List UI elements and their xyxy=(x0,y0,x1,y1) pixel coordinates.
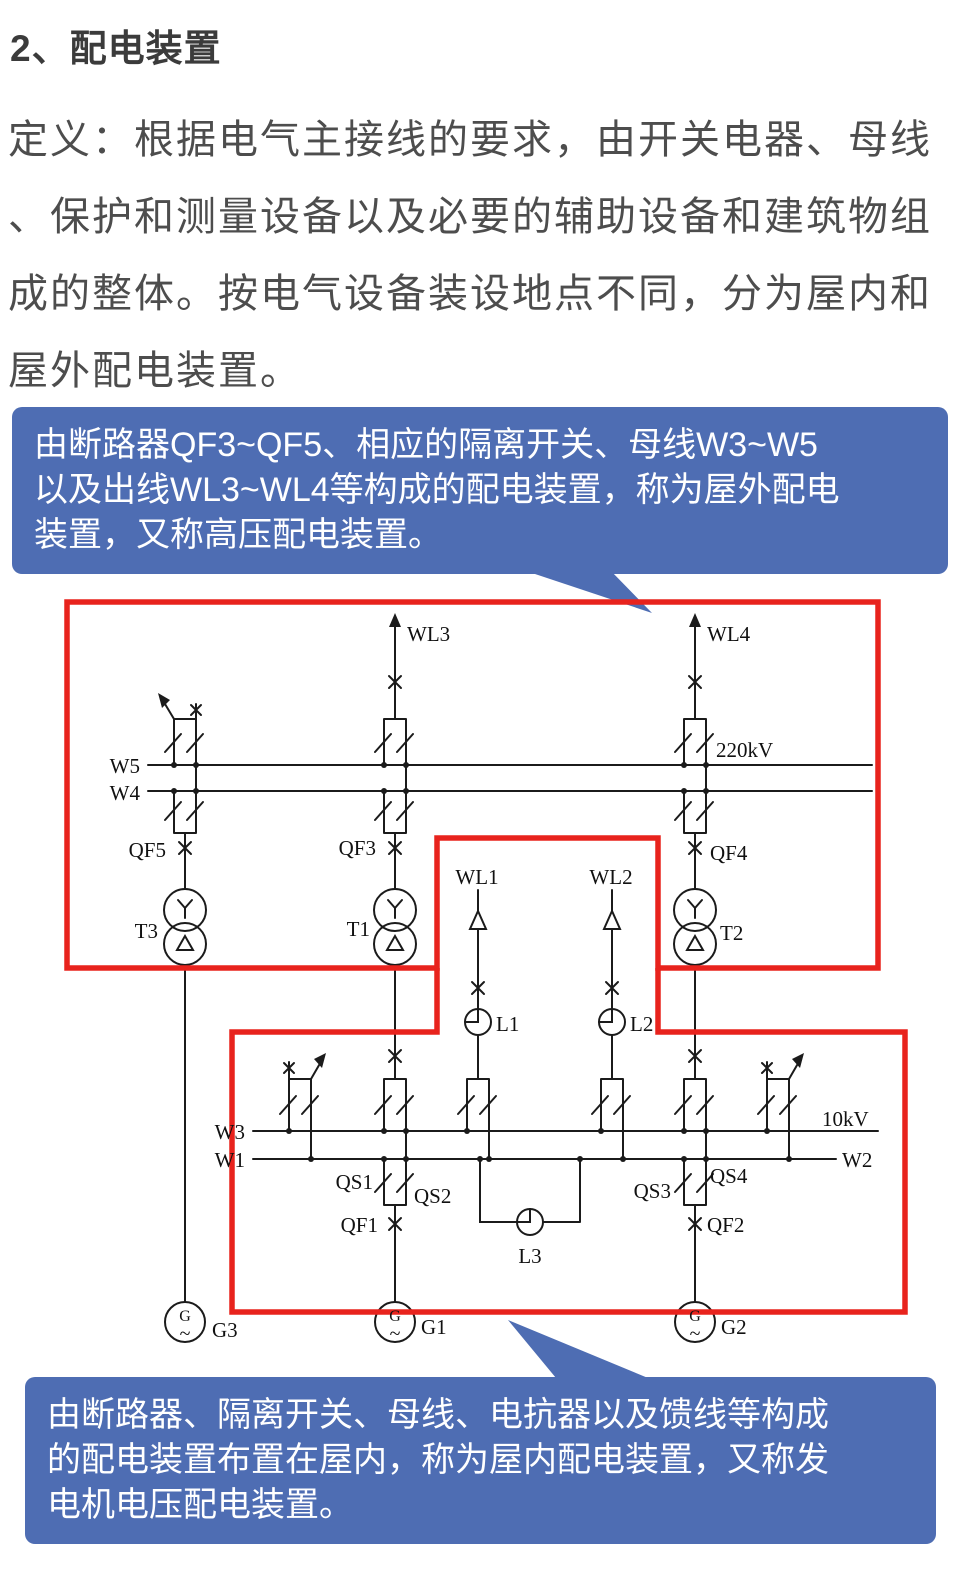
transformer-t2-icon xyxy=(673,888,717,966)
arrester-arrow-icon xyxy=(792,1053,804,1068)
definition-line: 成的整体。按电气设备装设地点不同，分为屋内和 xyxy=(8,272,932,316)
breaker-qf3-icon xyxy=(388,841,402,855)
branch-g1 xyxy=(374,1130,416,1343)
definition-line: 屋外配电装置。 xyxy=(8,349,302,393)
callout-line: 电机电压配电装置。 xyxy=(47,1486,353,1524)
label-wl4: WL4 xyxy=(707,622,751,646)
label-t2: T2 xyxy=(720,921,743,945)
label-g2: G2 xyxy=(721,1315,747,1339)
breaker-qf5-icon xyxy=(178,841,192,855)
wiring xyxy=(147,613,879,1343)
feeder-wl2 xyxy=(591,889,631,1160)
label-w4: W4 xyxy=(110,781,141,805)
label-qf2: QF2 xyxy=(707,1213,744,1237)
bus-220kv xyxy=(147,764,873,792)
branch-t3 xyxy=(158,693,207,1343)
arrester-arrow-icon xyxy=(314,1053,326,1068)
generator-wave: ~ xyxy=(690,1323,701,1345)
highlight-indoor-switchgear xyxy=(229,968,908,1315)
generator-g2-icon xyxy=(674,1301,716,1343)
branch-l3 xyxy=(479,1158,581,1236)
label-10kv: 10kV xyxy=(822,1107,869,1131)
reactor-l3-icon xyxy=(516,1208,544,1236)
breaker-qf1-icon xyxy=(388,1217,402,1231)
page-title: 2、配电装置 xyxy=(10,28,222,69)
reactor-l2-icon xyxy=(598,1008,626,1036)
label-qf5: QF5 xyxy=(129,838,166,862)
label-qs1: QS1 xyxy=(336,1170,373,1194)
generator-g1-icon xyxy=(374,1301,416,1343)
label-l1: L1 xyxy=(496,1012,519,1036)
callout-top-tail xyxy=(523,570,652,613)
callout-line: 由断路器QF3~QF5、相应的隔离开关、母线W3~W5 xyxy=(34,426,818,464)
generator-g3-icon xyxy=(164,1301,206,1343)
label-qs2: QS2 xyxy=(414,1184,451,1208)
cable-arrow-icon xyxy=(468,908,488,930)
label-qf4: QF4 xyxy=(710,841,748,865)
label-220kv: 220kV xyxy=(716,738,773,762)
callout-bottom-tail xyxy=(508,1320,648,1378)
reactor-l1-icon xyxy=(464,1008,492,1036)
arrester-arrow-icon xyxy=(158,693,170,708)
label-wl3: WL3 xyxy=(407,622,450,646)
feeder-left xyxy=(279,1053,326,1160)
breaker-qf2-icon xyxy=(688,1217,702,1231)
label-qf1: QF1 xyxy=(341,1213,378,1237)
label-wl2: WL2 xyxy=(589,865,632,889)
label-t1: T1 xyxy=(347,917,370,941)
label-l2: L2 xyxy=(630,1012,653,1036)
label-t3: T3 xyxy=(135,919,158,943)
label-wl1: WL1 xyxy=(455,865,498,889)
branch-t1-wl3 xyxy=(373,613,417,1160)
generator-wave: ~ xyxy=(180,1323,191,1345)
label-qs3: QS3 xyxy=(634,1179,671,1203)
breaker-qf4-icon xyxy=(688,841,702,855)
transformer-t1-icon xyxy=(373,888,417,966)
bus-10kv xyxy=(252,1130,879,1160)
definition-text: 定义：根据电气主接线的要求，由开关电器、母线 、保护和测量设备以及必要的辅助设备… xyxy=(8,102,956,410)
highlight-outdoor-switchgear xyxy=(64,599,881,971)
callout-line: 的配电装置布置在屋内，称为屋内配电装置，又称发 xyxy=(47,1441,829,1479)
cable-arrow-icon xyxy=(602,908,622,930)
label-w1: W1 xyxy=(215,1148,245,1172)
feeder-wl1 xyxy=(457,889,497,1160)
label-w3: W3 xyxy=(215,1120,245,1144)
generator-letter: G xyxy=(389,1308,401,1325)
callout-line: 以及出线WL3~WL4等构成的配电装置，称为屋外配电 xyxy=(34,471,840,509)
callout-indoor: 由断路器、隔离开关、母线、电抗器以及馈线等构成 的配电装置布置在屋内，称为屋内配… xyxy=(25,1377,936,1544)
diagram-labels: WL3 WL4 220kV W5 W4 QF5 QF3 QF4 T3 T1 T2… xyxy=(110,622,873,1345)
branch-g2 xyxy=(674,1130,716,1343)
label-qf3: QF3 xyxy=(339,836,376,860)
definition-line: 、保护和测量设备以及必要的辅助设备和建筑物组 xyxy=(8,195,932,239)
transformer-t3-icon xyxy=(163,888,207,966)
definition-line: 定义：根据电气主接线的要求，由开关电器、母线 xyxy=(8,118,932,162)
label-w2: W2 xyxy=(842,1148,872,1172)
callout-line: 由断路器、隔离开关、母线、电抗器以及馈线等构成 xyxy=(47,1396,829,1434)
label-qs4: QS4 xyxy=(710,1164,748,1188)
label-g1: G1 xyxy=(421,1315,447,1339)
junction-dots xyxy=(171,762,792,1162)
label-l3: L3 xyxy=(518,1244,541,1268)
generator-letter: G xyxy=(689,1308,701,1325)
label-g3: G3 xyxy=(212,1318,238,1342)
generator-wave: ~ xyxy=(390,1323,401,1345)
generator-letter: G xyxy=(179,1308,191,1325)
feeder-arrow-icon xyxy=(689,613,701,627)
callout-outdoor: 由断路器QF3~QF5、相应的隔离开关、母线W3~W5 以及出线WL3~WL4等… xyxy=(12,407,948,574)
branch-t2-wl4 xyxy=(673,613,717,1160)
label-w5: W5 xyxy=(110,754,140,778)
callout-line: 装置，又称高压配电装置。 xyxy=(34,516,442,554)
feeder-right xyxy=(757,1053,804,1160)
feeder-arrow-icon xyxy=(389,613,401,627)
